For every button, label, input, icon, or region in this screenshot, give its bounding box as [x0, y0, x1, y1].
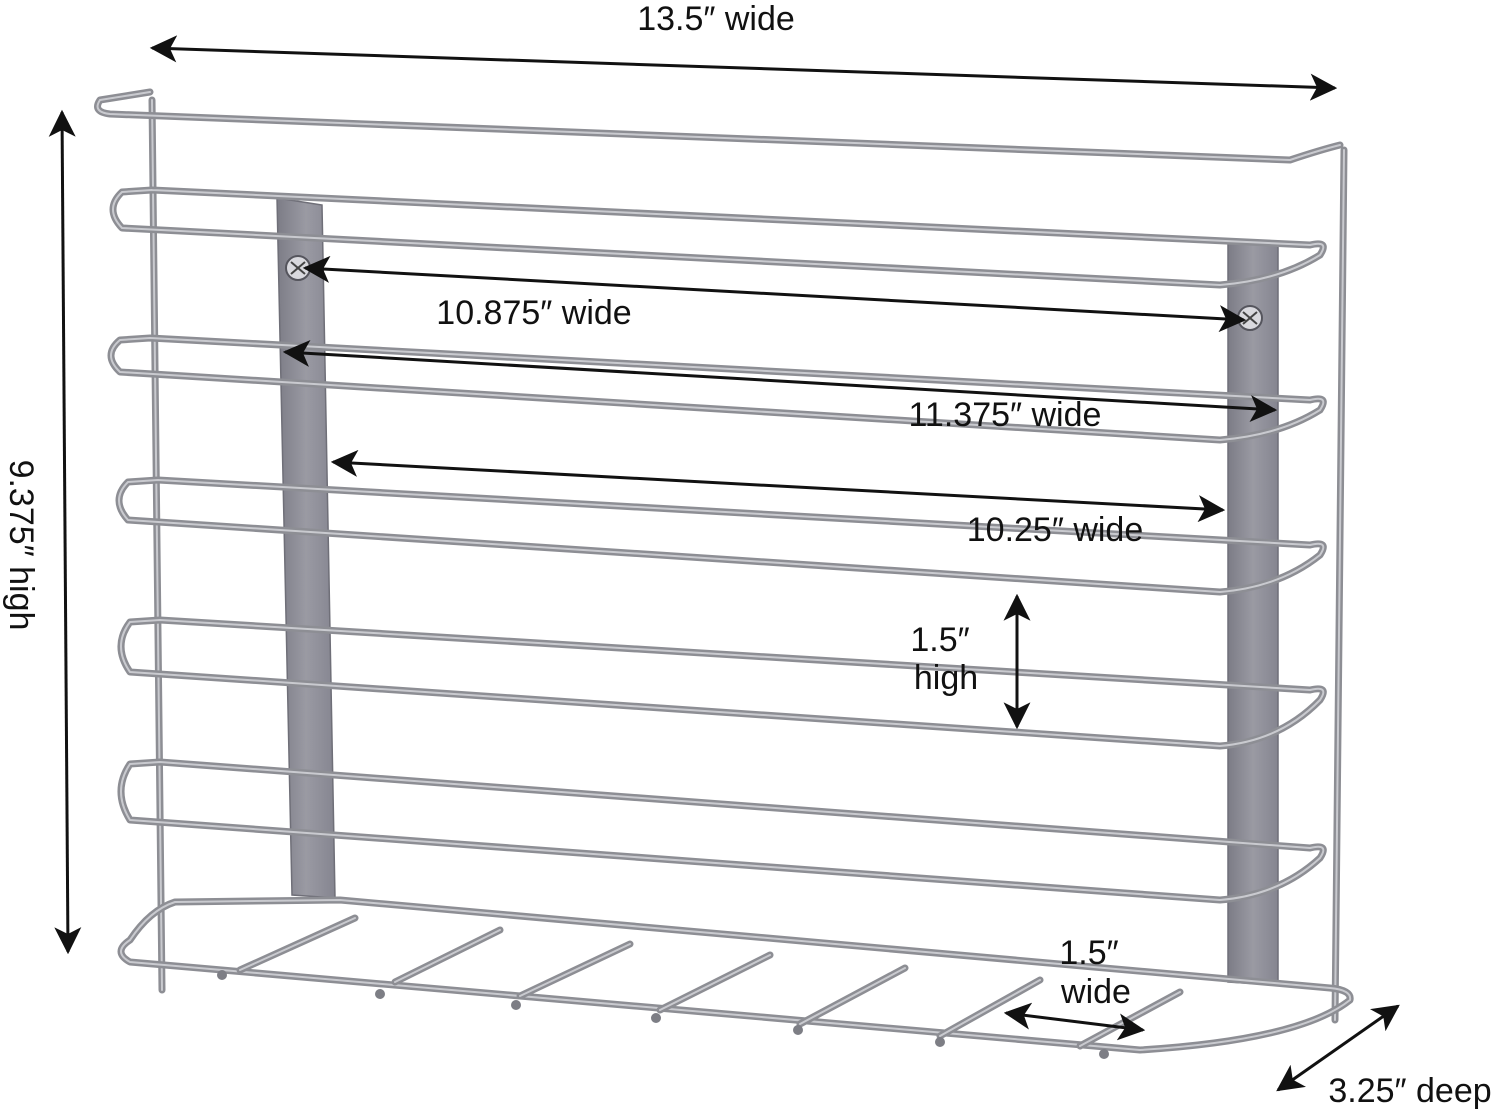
dimension-arrows: [48, 35, 1400, 1092]
arrow-overall-width: [149, 35, 1338, 101]
arrow-overall-height: [48, 109, 82, 955]
rack-shelf-4-highlight: [120, 619, 1325, 747]
rack-top-rail: [94, 88, 1344, 164]
label-overall-width: 13.5″ wide: [637, 0, 795, 38]
rack-slot-divider-1-highlight: [239, 917, 356, 971]
label-inner-width-mid: 11.375″ wide: [909, 396, 1102, 434]
left-bracket: [276, 197, 336, 899]
rack-shelf-1-highlight: [112, 189, 1325, 286]
rack-foot-2: [375, 989, 385, 999]
arrow-depth: [1276, 1004, 1400, 1092]
rack-foot-7: [1099, 1049, 1109, 1059]
wire-rack: [94, 88, 1354, 1059]
arrow-slot-width: [1003, 1002, 1146, 1041]
rack-shelf-5-highlight: [120, 761, 1325, 901]
label-overall-height: 9.375″ high: [2, 460, 40, 631]
rack-left-post-highlight: [151, 99, 163, 991]
label-depth: 3.25″ deep: [1328, 1072, 1491, 1110]
rack-shelf-2-highlight: [110, 337, 1325, 441]
rack-foot-1: [217, 970, 227, 980]
rack-slot-divider-5-highlight: [799, 967, 906, 1025]
rack-shelf-3-highlight: [118, 479, 1325, 593]
rack-right-post-highlight: [1334, 149, 1345, 1021]
rack-top-rail-highlight: [96, 91, 1341, 161]
label-inner-width-top: 10.875″ wide: [436, 294, 631, 332]
arrow-inner-width-top: [302, 255, 1247, 333]
label-shelf-gap-unit: high: [914, 659, 978, 697]
arrow-inner-width-mid: [282, 339, 1278, 423]
rack-foot-5: [793, 1025, 803, 1035]
label-slot-width-unit: wide: [1060, 973, 1131, 1011]
rack-slot-divider-6-highlight: [939, 979, 1041, 1037]
rack-foot-4: [651, 1013, 661, 1023]
label-slot-width-value: 1.5″: [1059, 934, 1118, 972]
rack-foot-6: [935, 1037, 945, 1047]
right-bracket: [1227, 239, 1279, 986]
rack-foot-3: [511, 1000, 521, 1010]
screw-right-icon: [1237, 305, 1263, 331]
label-inner-width-low: 10.25″ wide: [967, 511, 1144, 549]
rack-slot-divider-3-highlight: [519, 943, 631, 997]
rack-slot-divider-4-highlight: [659, 954, 771, 1011]
rack-slot-divider-2-highlight: [394, 929, 501, 983]
label-shelf-gap-value: 1.5″: [910, 621, 969, 659]
arrow-inner-width-low: [330, 449, 1226, 523]
